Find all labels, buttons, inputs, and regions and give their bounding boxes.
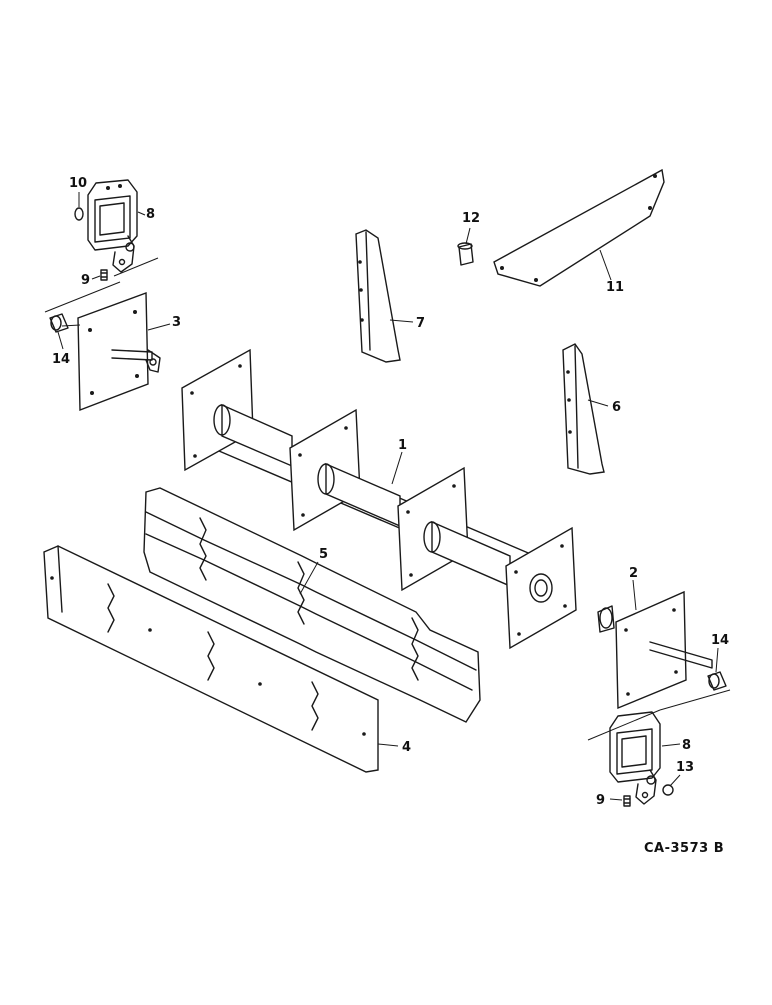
part-1-shaft-assembly	[181, 348, 577, 650]
part-4-flat-strip	[43, 545, 379, 773]
part-14-right-bushing	[707, 671, 727, 691]
callout-12: 12	[462, 211, 480, 226]
part-7-gusset	[355, 229, 401, 363]
leader-lines	[57, 211, 719, 801]
part-2-bearing-plate	[597, 590, 713, 710]
callout-13: 13	[676, 760, 694, 775]
callout-7: 7	[416, 316, 425, 331]
drawing-code: CA-3573 B	[644, 841, 724, 856]
part-6-gusset	[562, 343, 605, 475]
part-10-washer	[74, 192, 84, 221]
callout-9-upper: 9	[81, 273, 90, 288]
callout-5: 5	[319, 547, 328, 562]
callout-3: 3	[172, 315, 181, 330]
callout-6: 6	[612, 400, 621, 415]
callout-1: 1	[398, 438, 407, 453]
part-13-washer	[662, 784, 674, 796]
part-5-angle-strip	[143, 487, 481, 723]
callout-8-upper: 8	[146, 207, 155, 222]
part-8-lower-bracket	[609, 711, 661, 805]
part-9-upper-bolt	[100, 269, 108, 281]
callout-2: 2	[629, 566, 638, 581]
part-12-bushing	[457, 242, 474, 266]
part-8-upper-bracket	[87, 179, 138, 273]
callout-14-right: 14	[711, 633, 729, 648]
callout-4: 4	[402, 740, 411, 755]
part-9-lower-bolt	[623, 795, 631, 807]
callout-8-lower: 8	[682, 738, 691, 753]
part-14-left-bushing	[49, 313, 81, 333]
callout-11: 11	[606, 280, 624, 295]
part-11-long-plate	[493, 168, 665, 287]
part-3-bearing-plate	[77, 292, 161, 412]
callout-labels: 10 8 9 3 14 12 11 7 6 1 5 2 14 4 8 13 9 …	[52, 176, 729, 856]
callout-10: 10	[69, 176, 87, 191]
callout-14-left: 14	[52, 352, 70, 367]
callout-9-lower: 9	[596, 793, 605, 808]
